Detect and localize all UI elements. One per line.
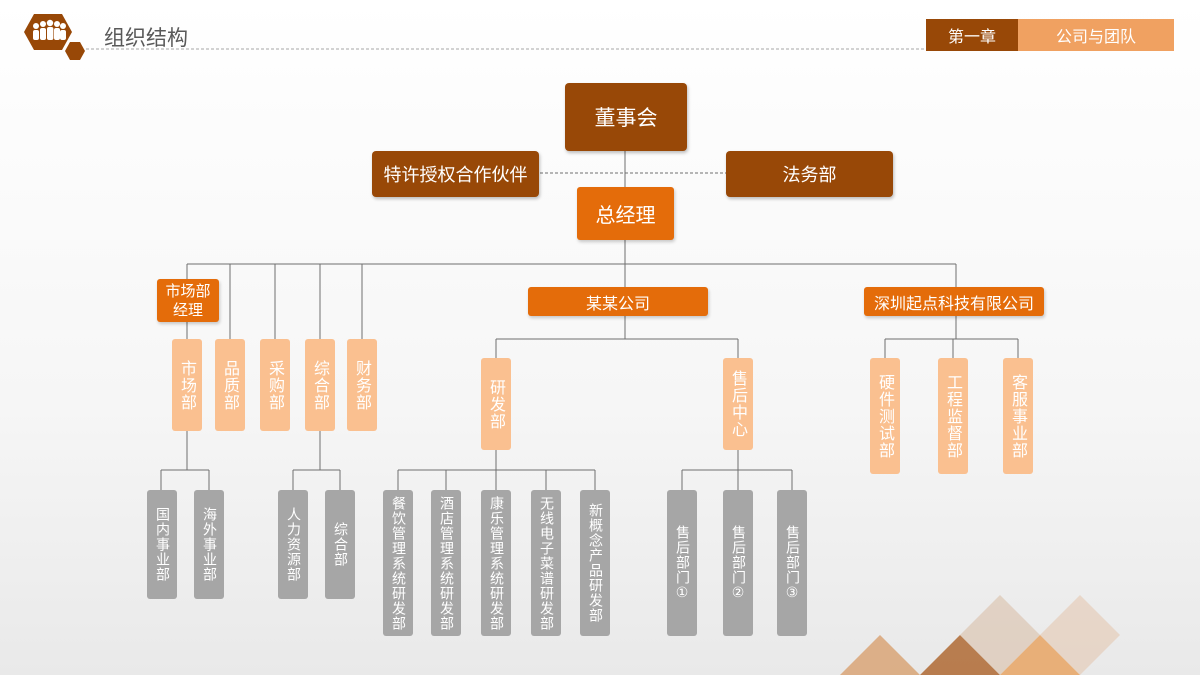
team-icon xyxy=(22,10,88,62)
general-manager-node: 总经理 xyxy=(577,187,674,240)
market-dept-node: 市场部 xyxy=(172,339,202,431)
company-a-node: 某某公司 xyxy=(528,287,708,316)
legal-node: 法务部 xyxy=(726,151,893,197)
rd-dept-node: 研发部 xyxy=(481,358,511,450)
rd-unit-hotel: 酒店管理系统研发部 xyxy=(431,490,461,636)
aftersales-center-node: 售后中心 xyxy=(723,358,753,450)
aftersales-unit-2: 售后部门② xyxy=(723,490,753,636)
page-title: 组织结构 xyxy=(104,26,188,50)
general-affairs-dept-node: 综合部 xyxy=(305,339,335,431)
rd-unit-new-concept: 新概念产品研发部 xyxy=(580,490,610,636)
rd-unit-emenu: 无线电子菜谱研发部 xyxy=(531,490,561,636)
company-b-node: 深圳起点科技有限公司 xyxy=(864,287,1044,316)
rd-unit-catering: 餐饮管理系统研发部 xyxy=(383,490,413,636)
engineering-supervision-node: 工程监督部 xyxy=(938,358,968,474)
hr-dept-node: 人力资源部 xyxy=(278,490,308,599)
hardware-testing-node: 硬件测试部 xyxy=(870,358,900,474)
purchasing-dept-node: 采购部 xyxy=(260,339,290,431)
general-affairs-sub-node: 综合部 xyxy=(325,490,355,599)
rd-unit-leisure: 康乐管理系统研发部 xyxy=(481,490,511,636)
chapter-tag: 第一章 xyxy=(926,19,1018,51)
aftersales-unit-1: 售后部门① xyxy=(667,490,697,636)
finance-dept-node: 财务部 xyxy=(347,339,377,431)
section-tag: 公司与团队 xyxy=(1018,19,1174,51)
market-manager-node: 市场部 经理 xyxy=(157,279,219,322)
overseas-division-node: 海外事业部 xyxy=(194,490,224,599)
quality-dept-node: 品质部 xyxy=(215,339,245,431)
domestic-division-node: 国内事业部 xyxy=(147,490,177,599)
customer-service-node: 客服事业部 xyxy=(1003,358,1033,474)
licensing-partner-node: 特许授权合作伙伴 xyxy=(372,151,539,197)
board-node: 董事会 xyxy=(565,83,687,151)
aftersales-unit-3: 售后部门③ xyxy=(777,490,807,636)
decorative-diamonds xyxy=(840,595,1120,675)
